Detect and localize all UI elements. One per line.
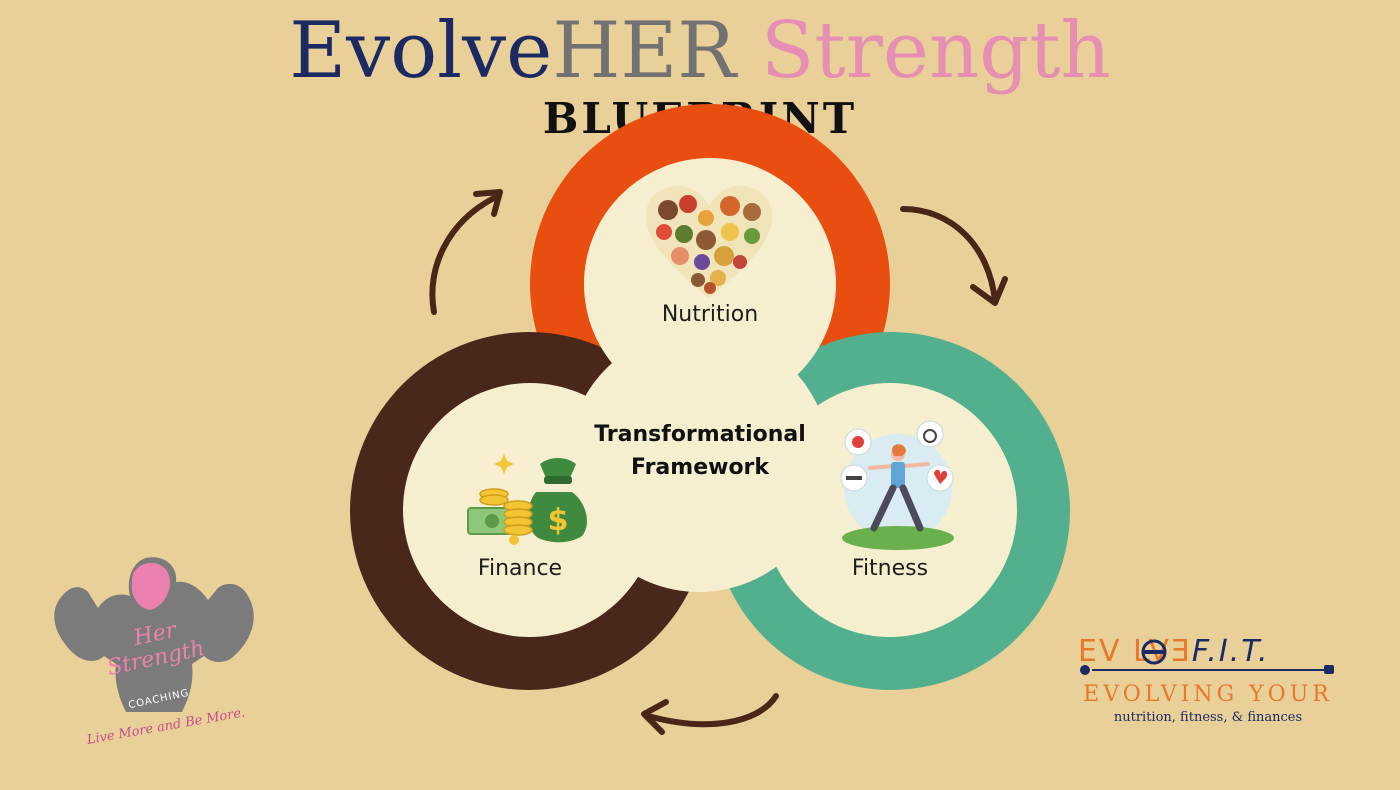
svg-text:$: $ [548,503,569,538]
center-label: Transformational Framework [560,418,840,484]
title-her: HER [552,6,737,96]
apple-icon [1080,665,1090,675]
center-circle [568,330,830,592]
evolve-fit-brand: EV LVƎ [1078,634,1192,669]
arrow-top-left [429,189,503,315]
fitness-label: Fitness [851,556,929,581]
nutrition-label: Nutrition [661,302,759,327]
finance-label: Finance [477,556,563,581]
her-strength-logo-icon [54,557,254,712]
money-bag-icon: $ [467,454,587,545]
center-label-line2: Framework [630,455,770,480]
page-title: EvolveHER Strength [0,6,1400,96]
dumbbell-icon [1141,639,1167,665]
food-heart-icon [646,186,772,298]
title-evolve: Evolve [289,6,553,96]
evolve-fit-tagline: EVOLVING YOUR [1083,682,1333,707]
center-label-line1: Transformational [594,422,806,447]
fitness-woman-icon [840,420,954,550]
title-strength: Strength [736,6,1111,96]
underline-dumbbell-icon [1092,665,1334,674]
evolve-fit-suffix: F.I.T. [1191,634,1270,669]
evolve-fit-logo: EV LVƎF.I.T. [1078,634,1338,669]
arrow-top-right [900,206,1008,306]
arrow-bottom [641,693,779,735]
evolve-fit-subtagline: nutrition, fitness, & finances [1113,710,1303,725]
